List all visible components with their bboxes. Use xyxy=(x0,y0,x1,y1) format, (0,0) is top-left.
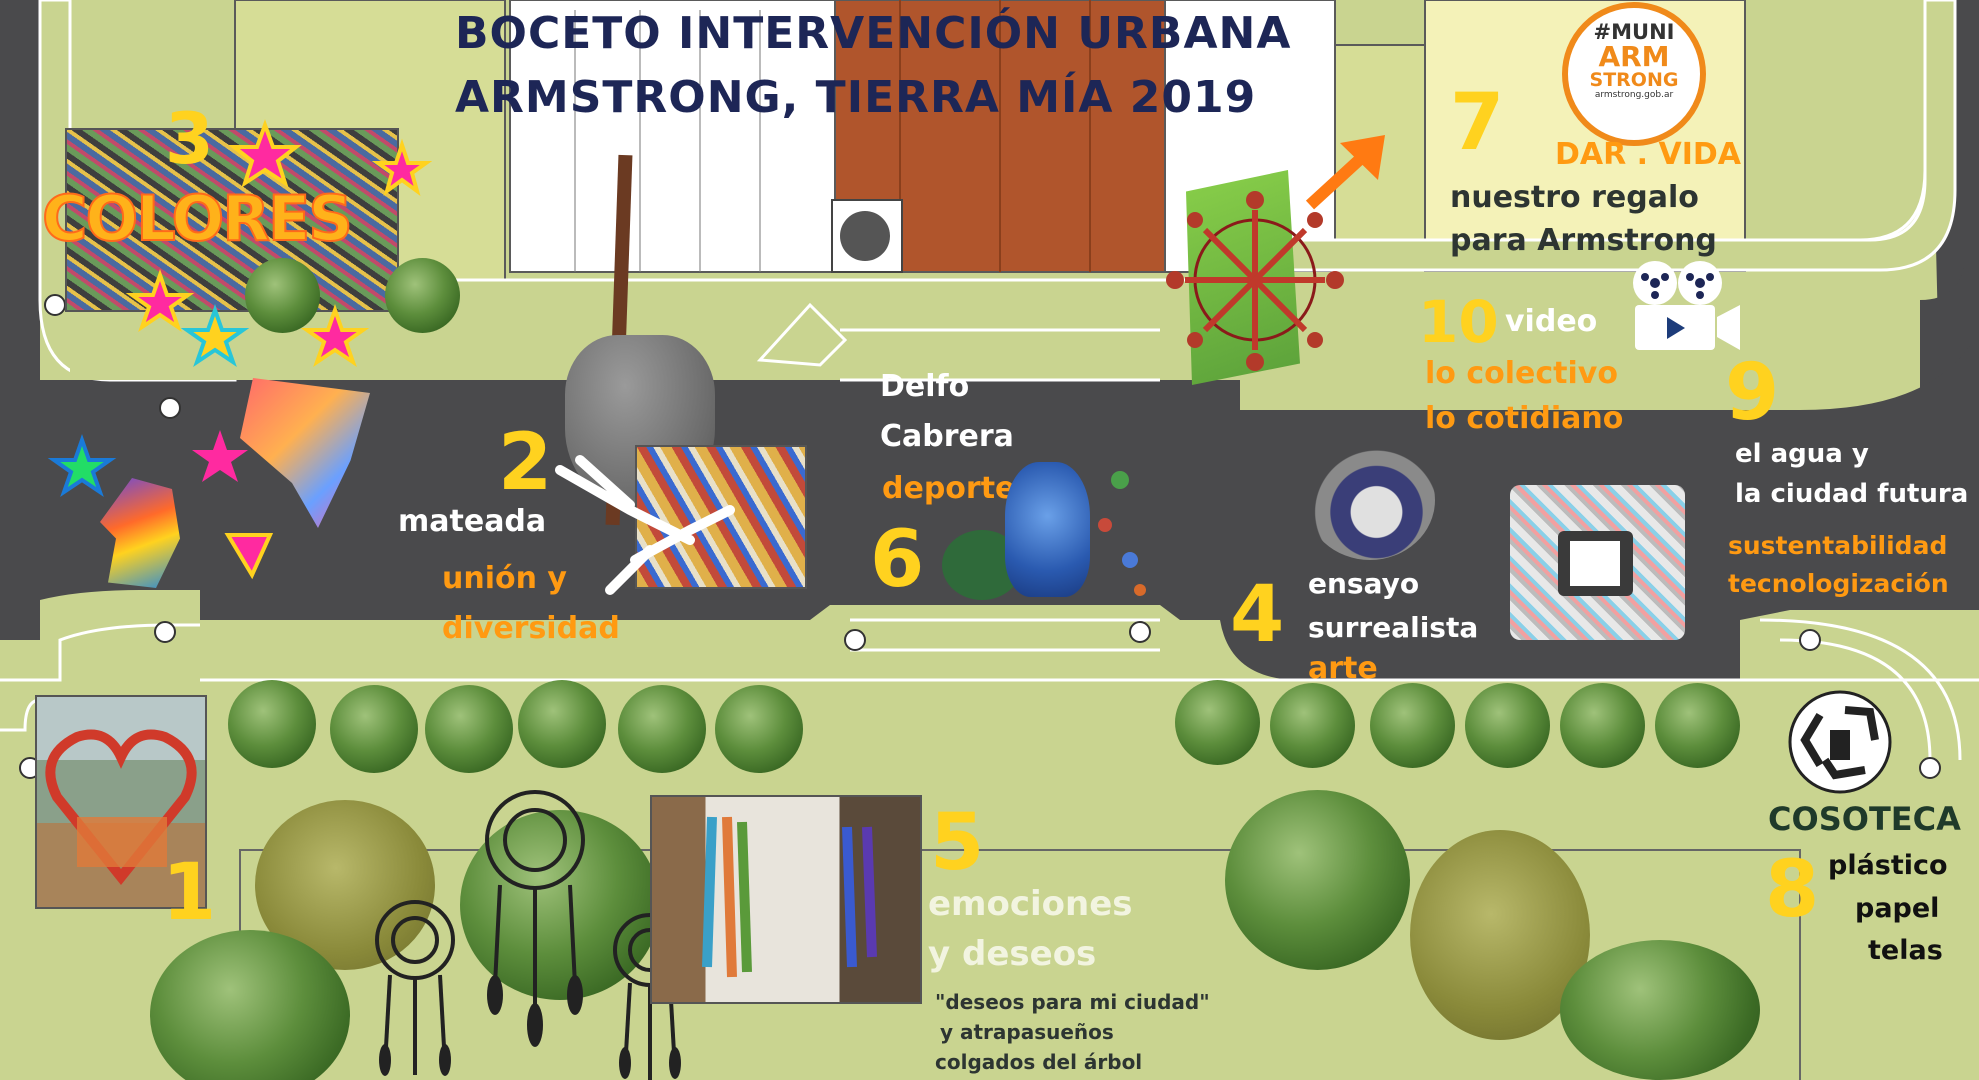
section-2-label-c: diversidad xyxy=(442,611,620,646)
section-10-label-a: video xyxy=(1505,304,1598,339)
section-9-label-c: sustentabilidad xyxy=(1728,531,1948,560)
parcel-white xyxy=(509,0,841,273)
page-title-line1: Boceto intervención urbana xyxy=(455,8,1292,59)
tree xyxy=(1560,683,1645,768)
dreamcatchers xyxy=(375,790,687,1080)
section-2-number: 2 xyxy=(498,418,553,508)
section-6-label-c: deporte xyxy=(882,471,1016,506)
ribbons-photo xyxy=(650,795,922,1004)
colores-word: COLORES xyxy=(41,181,354,256)
section-4-number: 4 xyxy=(1230,570,1285,660)
section-2-label-a: mateada xyxy=(398,504,547,539)
section-6-label-a: Delfo xyxy=(880,369,970,404)
arrow-up-right-icon xyxy=(1305,135,1385,210)
tree xyxy=(1655,683,1740,768)
dreamcatcher-icon xyxy=(485,790,585,890)
future-city-artwork xyxy=(1510,485,1685,640)
section-9-number: 9 xyxy=(1725,348,1780,438)
hands-icon xyxy=(555,455,735,595)
surreal-artwork xyxy=(1305,440,1435,560)
star-icon xyxy=(192,430,248,482)
runner-mosaic xyxy=(1005,462,1090,597)
section-5-label-e: colgados del árbol xyxy=(935,1050,1143,1074)
section-8-number: 8 xyxy=(1765,845,1820,935)
section-10-number: 10 xyxy=(1418,288,1499,356)
tree xyxy=(715,685,803,773)
triangle-icon xyxy=(224,533,274,580)
section-5-number: 5 xyxy=(930,798,985,888)
section-7-label-b: nuestro regalo xyxy=(1450,180,1699,215)
section-2-label-b: unión y xyxy=(442,561,567,596)
tree xyxy=(618,685,706,773)
section-7-label-a: DAR . VIDA xyxy=(1555,137,1742,172)
section-9-label-b: la ciudad futura xyxy=(1735,479,1969,509)
star-icon xyxy=(300,303,370,367)
section-7-number: 7 xyxy=(1450,78,1505,168)
section-8-label-d: telas xyxy=(1868,935,1943,966)
section-5-label-a: emociones xyxy=(928,884,1133,924)
section-5-label-d: y atrapasueños xyxy=(940,1020,1114,1044)
tree xyxy=(1225,790,1410,970)
section-5-label-b: y deseos xyxy=(928,934,1097,974)
tree xyxy=(1370,683,1455,768)
heart-bin-photo xyxy=(35,695,207,909)
tree xyxy=(1270,683,1355,768)
tree xyxy=(385,258,460,333)
section-5-label-c: "deseos para mi ciudad" xyxy=(935,990,1210,1014)
section-9-label-a: el agua y xyxy=(1735,439,1869,469)
tree xyxy=(245,258,320,333)
tree xyxy=(1560,940,1760,1080)
section-6-number: 6 xyxy=(870,515,925,605)
video-camera-icon xyxy=(1633,261,1740,350)
section-1-number: 1 xyxy=(162,848,217,938)
tree xyxy=(1465,683,1550,768)
section-8-label-c: papel xyxy=(1855,893,1940,924)
dots-decoration xyxy=(1098,471,1146,596)
tree xyxy=(330,685,418,773)
section-7-label-c: para Armstrong xyxy=(1450,223,1717,258)
recycle-icon xyxy=(1788,690,1892,794)
section-8-label-a: COSOTECA xyxy=(1768,800,1961,838)
tree xyxy=(518,680,606,768)
dreamcatcher-icon xyxy=(375,900,455,980)
muni-logo: #MUNI ARM STRONG armstrong.gob.ar xyxy=(1562,2,1706,146)
section-6-label-b: Cabrera xyxy=(880,419,1014,454)
section-4-label-b: surrealista xyxy=(1308,611,1479,644)
tree xyxy=(150,930,350,1080)
page-title-line2: Armstrong, Tierra Mía 2019 xyxy=(455,72,1257,123)
section-10-label-b: lo colectivo xyxy=(1425,356,1618,391)
star-icon xyxy=(228,119,302,188)
people-circle-artwork xyxy=(1166,191,1344,371)
section-9-label-d: tecnologización xyxy=(1728,569,1949,598)
star-icon xyxy=(47,433,117,497)
manhole xyxy=(840,211,890,261)
section-4-label-c: arte xyxy=(1308,651,1378,686)
section-4-label-a: ensayo xyxy=(1308,567,1420,600)
section-8-label-b: plástico xyxy=(1828,850,1948,881)
section-3-number: 3 xyxy=(165,98,214,180)
star-icon xyxy=(180,303,250,367)
colors-photo xyxy=(65,128,399,312)
section-10-label-c: lo cotidiano xyxy=(1425,401,1624,436)
star-icon xyxy=(125,268,195,332)
tree xyxy=(1175,680,1260,765)
star-icon xyxy=(371,138,433,197)
stars-group xyxy=(47,119,433,580)
tree xyxy=(460,810,660,1000)
tree xyxy=(228,680,316,768)
tree xyxy=(425,685,513,773)
